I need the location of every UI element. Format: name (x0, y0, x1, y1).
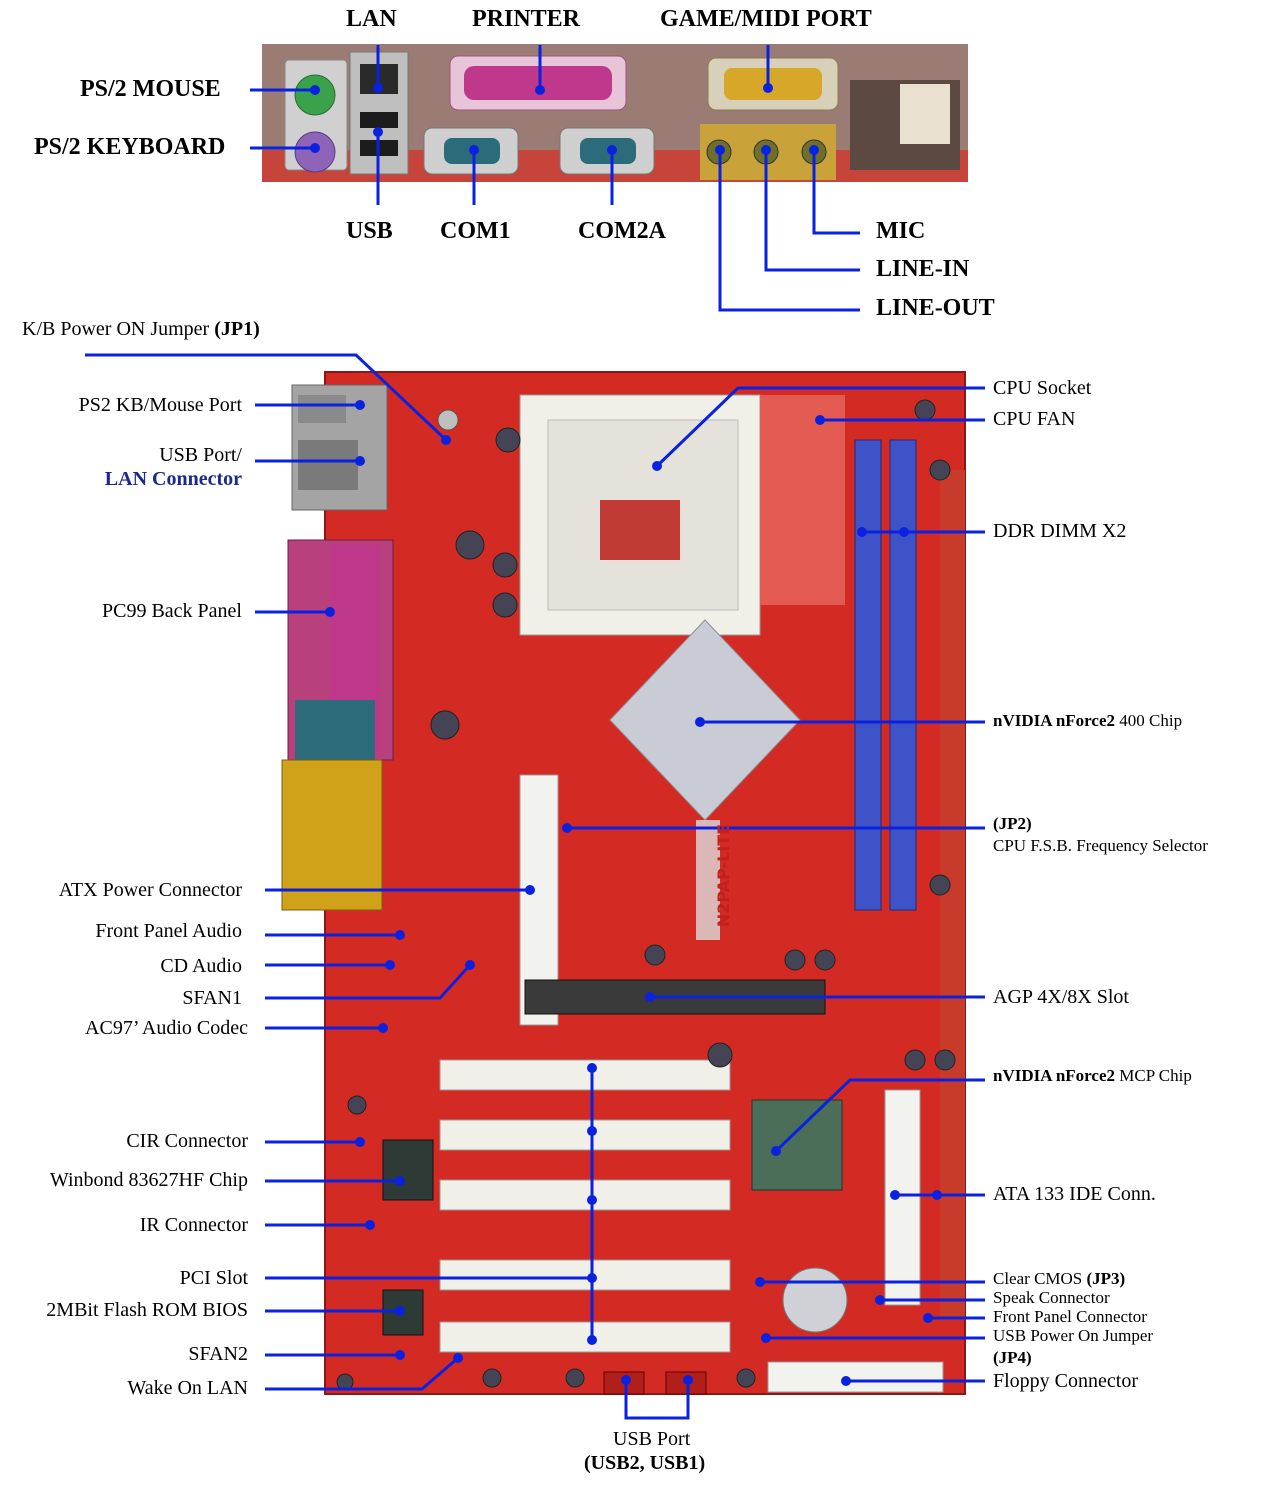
mcp-brand: nVIDIA (993, 1066, 1056, 1085)
leader-mcp (774, 1078, 985, 1153)
northbridge-brand: nVIDIA (993, 711, 1056, 730)
io-panel-photo (262, 44, 968, 182)
label-line-out: LINE-OUT (876, 295, 995, 321)
label-com1: COM1 (440, 218, 511, 244)
label-pc99-panel: PC99 Back Panel (102, 600, 242, 622)
winbond-chip (382, 1139, 434, 1201)
pci-slot-3 (439, 1179, 731, 1211)
leader-wol (265, 1356, 459, 1391)
label-pci-slot: PCI Slot (179, 1267, 248, 1289)
label-agp-slot: AGP 4X/8X Slot (993, 986, 1129, 1008)
northbridge-suffix: 400 Chip (1115, 711, 1183, 730)
label-clear-cmos: Clear CMOS (JP3) (993, 1269, 1125, 1289)
silkscreen (696, 820, 720, 940)
label-jp2: (JP2) (993, 814, 1032, 833)
label-cir: CIR Connector (126, 1130, 248, 1152)
com-port-vertical (295, 700, 375, 770)
mcp-chip (751, 1099, 843, 1191)
leader-lines (85, 45, 985, 1420)
label-ac97: AC97’ Audio Codec (85, 1017, 248, 1039)
label-ddr-dimm: DDR DIMM X2 (993, 520, 1127, 542)
leader-mic (812, 150, 860, 235)
ps2-stack (298, 395, 346, 423)
leader-dots (310, 83, 942, 1386)
label-com2a: COM2A (578, 218, 666, 244)
main-board (281, 371, 966, 1395)
label-front-panel-connector: Front Panel Connector (993, 1307, 1147, 1326)
game-port (724, 68, 822, 100)
label-lan: LAN (346, 6, 397, 32)
dimm-slot-2 (889, 439, 917, 911)
label-usb-power-jumper: USB Power On Jumper (993, 1326, 1154, 1345)
printer-port (464, 66, 612, 100)
label-ps2-mouse: PS/2 MOUSE (80, 76, 221, 102)
pci-slot-4 (439, 1259, 731, 1291)
ide-connector (884, 1089, 921, 1306)
label-cd-audio: CD Audio (160, 955, 242, 977)
cpu-socket-lever (760, 395, 845, 605)
label-sfan2: SFAN2 (188, 1343, 248, 1365)
board-edge-teeth (940, 470, 965, 1320)
pci-slot-2 (439, 1119, 731, 1151)
cmos-battery (782, 1267, 848, 1333)
label-fsb-selector: CPU F.S.B. Frequency Selector (993, 836, 1208, 855)
label-printer: PRINTER (472, 6, 581, 32)
silkscreen-model: N2PAP-LITE (714, 823, 734, 928)
mcp-model: nForce2 (1055, 1066, 1116, 1085)
label-wake-on-lan: Wake On LAN (127, 1377, 248, 1399)
dimm-slot-1 (854, 439, 882, 911)
label-winbond: Winbond 83627HF Chip (49, 1169, 248, 1191)
cpu-socket-center (600, 500, 680, 560)
label-cpu-socket: CPU Socket (993, 377, 1092, 399)
leader-cpu-socket (655, 386, 985, 468)
clear-cmos-text: Clear CMOS (993, 1269, 1087, 1288)
floppy-connector (767, 1361, 944, 1393)
usb-jack-1 (360, 112, 398, 128)
label-lan-connector: LAN Connector (104, 468, 242, 490)
label-northbridge: nVIDIA nForce2 400 Chip (993, 711, 1182, 731)
leader-sfan1 (265, 963, 472, 1000)
label-usb-ids: (USB2, USB1) (584, 1452, 706, 1474)
label-speak-connector: Speak Connector (993, 1288, 1110, 1307)
game-port-vertical (281, 759, 383, 911)
label-usb-port: USB Port/ (159, 444, 242, 466)
label-cpu-fan: CPU FAN (993, 408, 1076, 430)
label-atx-power: ATX Power Connector (58, 879, 242, 901)
usb-lan-stack (298, 440, 358, 490)
label-kb-power-jumper: K/B Power ON Jumper (JP1) (22, 318, 260, 341)
mcp-suffix: MCP Chip (1115, 1066, 1192, 1085)
label-ps2-port: PS2 KB/Mouse Port (78, 394, 242, 416)
label-ide-conn: ATA 133 IDE Conn. (993, 1183, 1156, 1205)
northbridge-model: nForce2 (1055, 711, 1116, 730)
kb-power-jumper-text: K/B Power ON Jumper (22, 318, 215, 340)
leader-jp1 (85, 353, 448, 442)
label-line-in: LINE-IN (876, 256, 970, 282)
label-ps2-keyboard: PS/2 KEYBOARD (34, 134, 226, 160)
leader-usb-bottom (624, 1380, 690, 1420)
kb-power-jumper-id: (JP1) (214, 318, 260, 340)
label-floppy: Floppy Connector (993, 1370, 1138, 1392)
label-front-panel-audio: Front Panel Audio (95, 920, 242, 942)
pci-slot-5 (439, 1321, 731, 1353)
leader-line-in (764, 150, 860, 272)
label-mic: MIC (876, 218, 926, 244)
label-jp4: (JP4) (993, 1348, 1032, 1367)
label-mcp-chip: nVIDIA nForce2 MCP Chip (993, 1066, 1192, 1086)
label-usb-port-bottom: USB Port (613, 1428, 691, 1450)
rear-header (900, 84, 950, 144)
clear-cmos-id: (JP3) (1086, 1269, 1126, 1288)
label-usb: USB (346, 218, 393, 244)
label-game-midi: GAME/MIDI PORT (660, 6, 872, 32)
label-ir: IR Connector (139, 1214, 248, 1236)
leader-line-out (718, 150, 860, 312)
label-flash-bios: 2MBit Flash ROM BIOS (46, 1299, 248, 1321)
pci-slot-1 (439, 1059, 731, 1091)
label-sfan1: SFAN1 (182, 987, 242, 1009)
